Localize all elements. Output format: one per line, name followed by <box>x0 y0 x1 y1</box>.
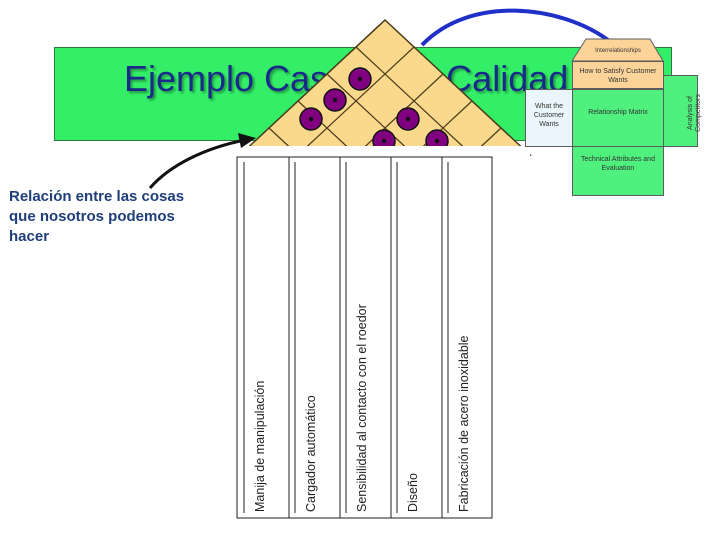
annotation-text: Relación entre las cosas que nosotros po… <box>9 188 185 245</box>
mini-roof-label: Interrelationships <box>595 48 641 54</box>
connector-arrow <box>420 8 610 47</box>
mini-technical-box: Technical Attributes and Evaluation <box>572 146 664 196</box>
roof-base-mask <box>230 146 530 156</box>
column-label-manija: Manija de manipulación <box>253 380 267 512</box>
mini-what-box: What the Customer Wants <box>525 89 573 147</box>
relationship-marker <box>348 67 372 91</box>
mini-competitors-label: Analysis of Competitors <box>687 94 702 132</box>
column-inner-lines <box>243 162 449 513</box>
column-label-fabricacion: Fabricación de acero inoxidable <box>457 335 471 513</box>
annotation-arrow <box>148 138 246 189</box>
matrix-frame <box>236 156 493 519</box>
mini-matrix-box: Relationship Matrix <box>572 89 664 147</box>
mini-how-box: How to Satisfy Customer Wants <box>572 61 664 89</box>
column-label-cargador: Cargador automático <box>304 395 318 512</box>
mini-matrix-label: Relationship Matrix <box>588 109 648 116</box>
relationship-marker <box>299 107 323 131</box>
column-label-sensibilidad: Sensibilidad al contacto con el roedor <box>355 304 369 512</box>
mini-competitors-box: Analysis of Competitors <box>663 75 702 147</box>
column-dividers <box>288 157 443 518</box>
mini-technical-label: Technical Attributes and Evaluation <box>581 156 655 172</box>
annotation-arrowhead <box>238 133 256 148</box>
relationship-marker <box>323 88 347 112</box>
mini-what-label: What the Customer Wants <box>533 103 565 128</box>
mini-how-label: How to Satisfy Customer Wants <box>579 68 657 84</box>
relationship-marker <box>396 107 420 131</box>
column-label-diseno: Diseño <box>406 473 420 512</box>
